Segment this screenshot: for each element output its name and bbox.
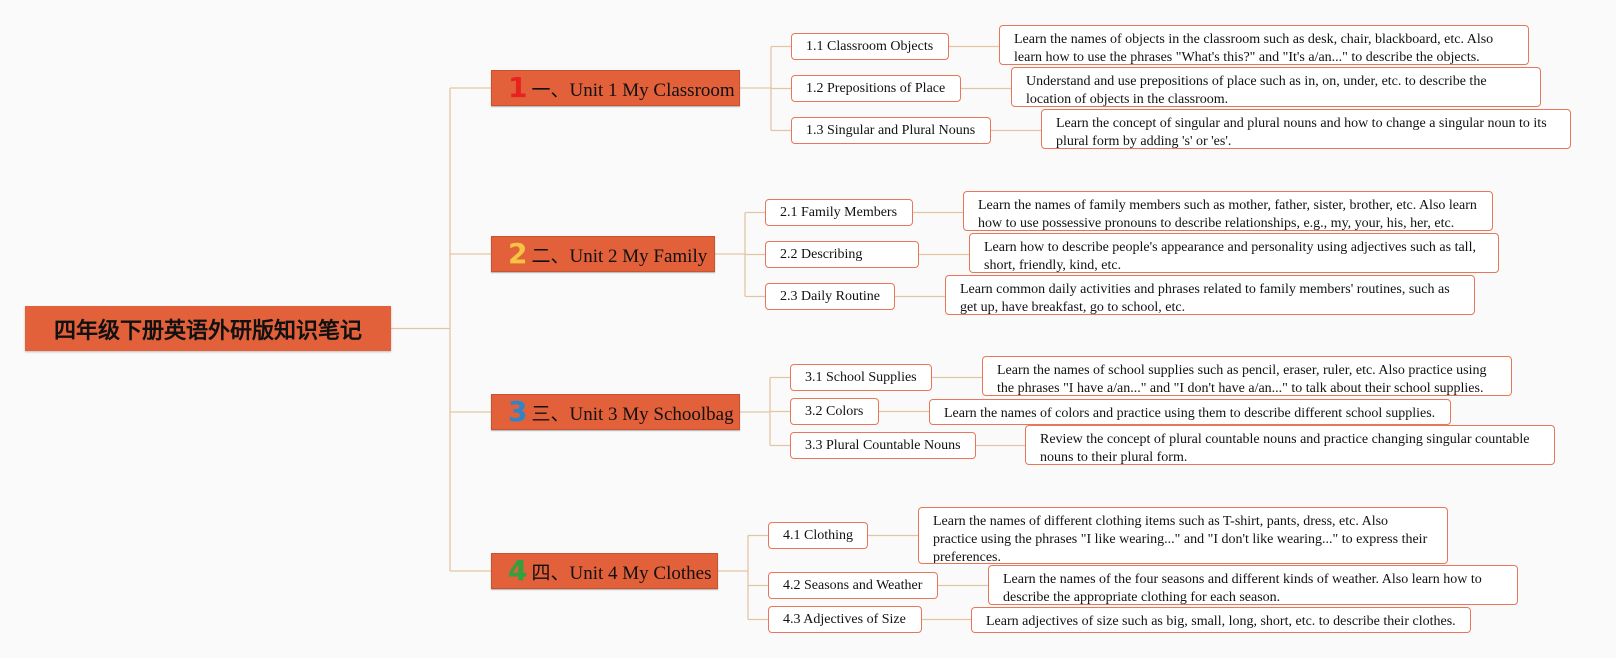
branch-title: 四、Unit 4 My Clothes (531, 562, 712, 584)
branch-unit-4[interactable]: 4 四、Unit 4 My Clothes (491, 553, 718, 589)
description-2-2: Learn how to describe people's appearanc… (969, 233, 1499, 273)
branch-unit-2[interactable]: 2 二、Unit 2 My Family (491, 236, 715, 272)
description-text: Learn the names of different clothing it… (933, 514, 1428, 564)
subtopic-1-1[interactable]: 1.1 Classroom Objects (791, 33, 949, 60)
description-text: Learn the names of colors and practice u… (944, 406, 1436, 421)
description-2-3: Learn common daily activities and phrase… (945, 275, 1475, 315)
description-4-2: Learn the names of the four seasons and … (988, 565, 1518, 605)
description-text: Learn the names of objects in the classr… (1014, 32, 1494, 65)
description-text: Learn how to describe people's appearanc… (984, 240, 1476, 273)
description-1-3: Learn the concept of singular and plural… (1041, 109, 1571, 149)
root-title: 四年级下册英语外研版知识笔记 (53, 318, 362, 344)
subtopic-label: 3.2 Colors (805, 403, 864, 419)
subtopic-label: 1.2 Prepositions of Place (806, 80, 946, 96)
description-text: Learn adjectives of size such as big, sm… (986, 614, 1456, 629)
subtopic-label: 3.1 School Supplies (805, 369, 917, 385)
subtopic-2-3[interactable]: 2.3 Daily Routine (765, 283, 895, 310)
subtopic-3-3[interactable]: 3.3 Plural Countable Nouns (790, 432, 976, 459)
subtopic-label: 4.3 Adjectives of Size (783, 611, 906, 627)
number-badge-icon: 1 (508, 71, 528, 104)
branch-title: 二、Unit 2 My Family (531, 245, 708, 267)
description-4-3: Learn adjectives of size such as big, sm… (971, 607, 1471, 633)
subtopic-2-1[interactable]: 2.1 Family Members (765, 199, 913, 226)
branch-title: 一、Unit 1 My Classroom (531, 79, 735, 101)
description-text: Learn the concept of singular and plural… (1056, 116, 1547, 149)
subtopic-label: 2.3 Daily Routine (780, 288, 880, 304)
description-text: Understand and use prepositions of place… (1026, 74, 1487, 107)
number-badge-icon: 3 (508, 395, 528, 428)
description-text: Learn common daily activities and phrase… (960, 282, 1450, 315)
description-3-3: Review the concept of plural countable n… (1025, 425, 1555, 465)
number-badge-icon: 2 (508, 237, 528, 270)
subtopic-label: 3.3 Plural Countable Nouns (805, 437, 961, 453)
subtopic-label: 2.2 Describing (780, 246, 863, 262)
branch-title: 三、Unit 3 My Schoolbag (531, 403, 734, 425)
subtopic-label: 1.1 Classroom Objects (806, 38, 934, 54)
description-3-1: Learn the names of school supplies such … (982, 356, 1512, 396)
subtopic-label: 2.1 Family Members (780, 204, 898, 220)
subtopic-label: 1.3 Singular and Plural Nouns (806, 122, 976, 138)
subtopic-4-2[interactable]: 4.2 Seasons and Weather (768, 572, 938, 599)
subtopic-4-1[interactable]: 4.1 Clothing (768, 522, 868, 549)
description-text: Learn the names of the four seasons and … (1003, 572, 1482, 605)
description-text: Learn the names of school supplies such … (997, 363, 1487, 396)
description-text: Review the concept of plural countable n… (1040, 432, 1530, 465)
description-text: Learn the names of family members such a… (978, 198, 1477, 231)
root-topic[interactable]: 四年级下册英语外研版知识笔记 (25, 306, 391, 351)
branch-unit-3[interactable]: 3 三、Unit 3 My Schoolbag (491, 394, 740, 430)
branch-unit-1[interactable]: 1 一、Unit 1 My Classroom (491, 70, 740, 106)
subtopic-label: 4.2 Seasons and Weather (783, 577, 923, 593)
subtopic-1-2[interactable]: 1.2 Prepositions of Place (791, 75, 961, 102)
description-1-2: Understand and use prepositions of place… (1011, 67, 1541, 107)
number-badge-icon: 4 (508, 554, 528, 587)
subtopic-3-2[interactable]: 3.2 Colors (790, 398, 879, 425)
description-2-1: Learn the names of family members such a… (963, 191, 1493, 231)
subtopic-label: 4.1 Clothing (783, 527, 854, 543)
subtopic-2-2[interactable]: 2.2 Describing (765, 241, 919, 268)
description-3-2: Learn the names of colors and practice u… (929, 399, 1451, 425)
subtopic-4-3[interactable]: 4.3 Adjectives of Size (768, 606, 922, 633)
subtopic-1-3[interactable]: 1.3 Singular and Plural Nouns (791, 117, 991, 144)
description-1-1: Learn the names of objects in the classr… (999, 25, 1529, 65)
description-4-1: Learn the names of different clothing it… (918, 507, 1448, 564)
subtopic-3-1[interactable]: 3.1 School Supplies (790, 364, 932, 391)
